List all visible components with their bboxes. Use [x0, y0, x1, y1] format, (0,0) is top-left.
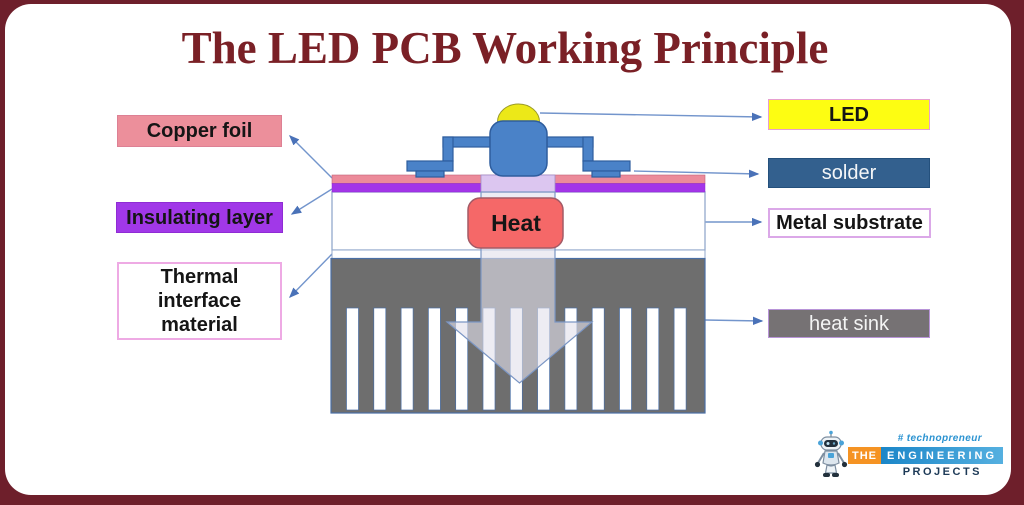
heat-sink-fin [591, 307, 605, 411]
logo-hashtag: # technopreneur [897, 433, 982, 444]
logo-word-the: THE [848, 447, 881, 464]
label-copper-foil-text: Copper foil [146, 120, 253, 142]
heat-box-label: Heat [491, 210, 541, 236]
connector-solder [633, 169, 760, 178]
label-solder-text: solder [821, 162, 877, 184]
logo-word-engineering: ENGINEERING [881, 447, 1004, 464]
label-thermal-interface-material: Thermal interface material [117, 262, 282, 340]
heat-sink-fin [346, 307, 359, 411]
label-insulating-layer-text: Insulating layer [126, 206, 273, 229]
label-led-text: LED [829, 103, 869, 126]
heat-sink-fin [400, 307, 414, 411]
lead-left-pad [415, 170, 445, 178]
heat-box [467, 197, 564, 249]
logo-word-projects: PROJECTS [902, 466, 982, 478]
label-insulating-layer: Insulating layer [116, 202, 283, 233]
label-led: LED [768, 99, 930, 130]
connector-insulating-layer [290, 188, 333, 215]
connector-heat-sink [704, 316, 764, 326]
heat-sink-fin [373, 307, 387, 411]
heat-sink-fin [619, 307, 632, 411]
connector-lines [289, 112, 764, 326]
heat-sink-fin [646, 307, 660, 411]
lead-right-vertical [582, 136, 594, 162]
label-thermal-interface-material-text: Thermal interface material [157, 266, 242, 336]
connector-thermal-interface [289, 253, 333, 299]
page-title: The LED PCB Working Principle [181, 23, 829, 73]
label-copper-foil: Copper foil [117, 115, 282, 147]
label-heat-sink: heat sink [768, 309, 930, 338]
lead-right-foot [582, 160, 631, 172]
led-chip [489, 120, 548, 177]
logo-wordmark: THE ENGINEERING [848, 447, 1004, 464]
lead-right-pad [591, 170, 621, 178]
heat-sink-fin [673, 307, 687, 411]
label-solder: solder [768, 158, 930, 188]
connector-copper-foil [289, 135, 333, 179]
connector-led [539, 112, 763, 122]
label-heat-sink-text: heat sink [808, 312, 890, 335]
thermal-via-pedestal [480, 174, 556, 193]
lead-left-vertical [442, 136, 454, 162]
heat-sink-fin [428, 307, 441, 411]
solder-leads [406, 136, 631, 178]
robot-icon [814, 430, 848, 477]
lead-left-foot [406, 160, 454, 172]
label-metal-substrate: Metal substrate [768, 208, 931, 238]
label-metal-substrate-text: Metal substrate [776, 212, 923, 234]
engineering-projects-logo: # technopreneur THE ENGINEERING PROJECTS [810, 428, 1004, 486]
